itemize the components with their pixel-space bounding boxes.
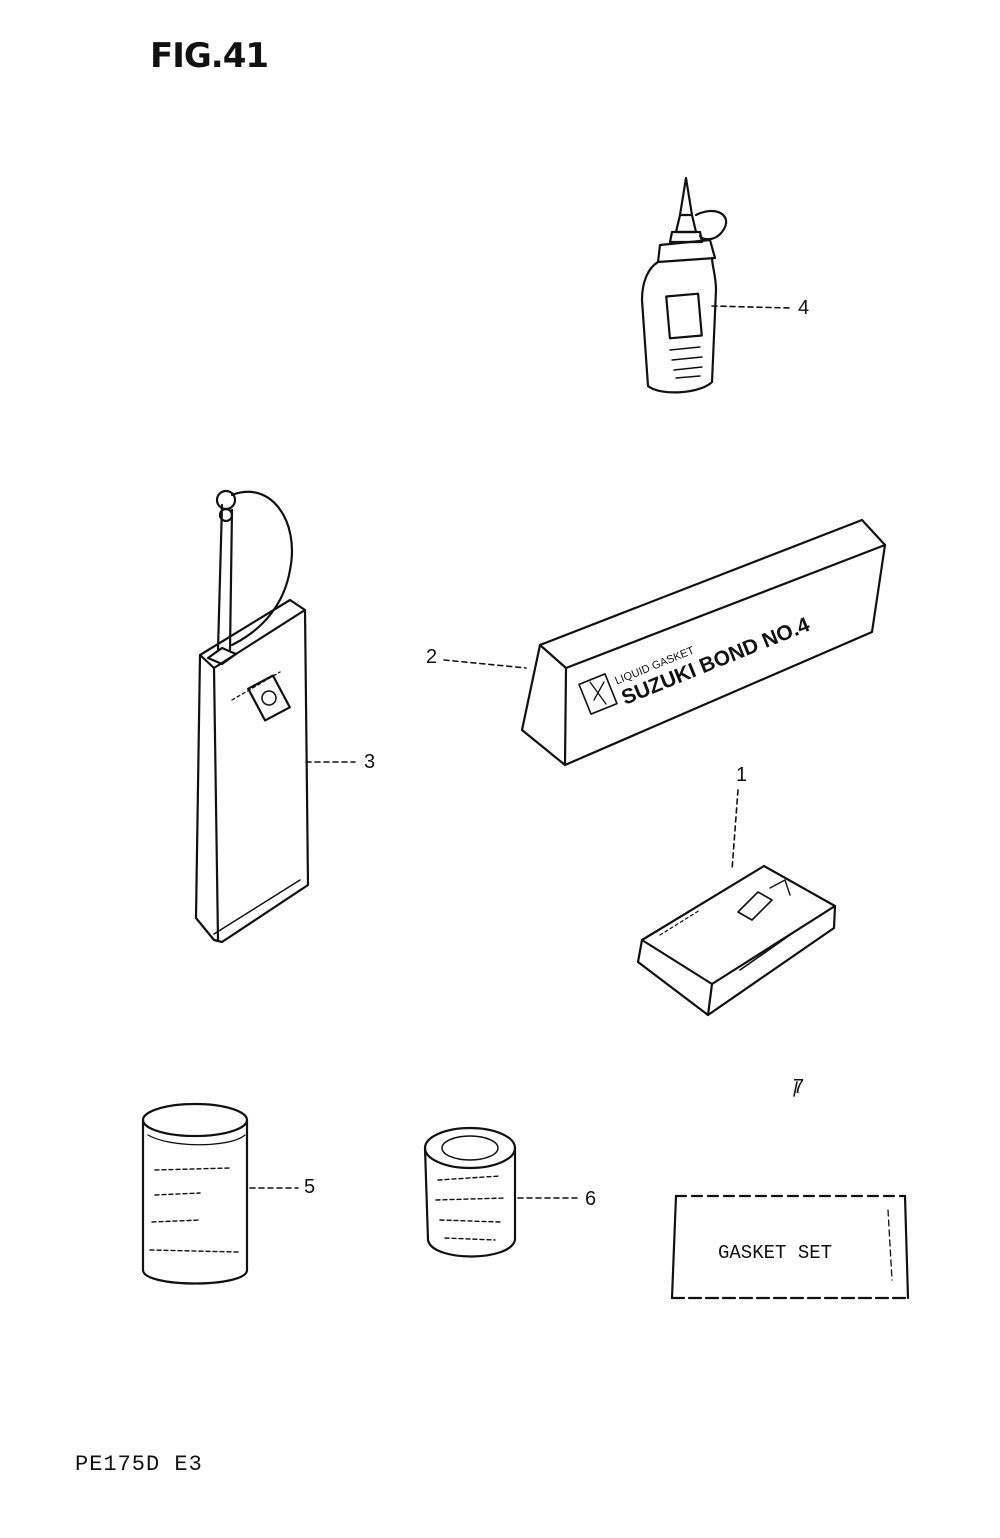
figure-title: FIG.41	[150, 36, 269, 76]
oil-bottle-part-4	[640, 176, 728, 394]
callout-6: 6	[585, 1188, 597, 1210]
gasket-set-part-7	[670, 1194, 910, 1300]
suzuki-bond-box-part-2	[520, 518, 887, 767]
box2-main-line: SUZUKI BOND NO.4	[618, 613, 813, 710]
leader-line-1	[731, 789, 739, 871]
callout-5: 5	[304, 1176, 316, 1198]
callout-3: 3	[364, 751, 376, 773]
tin-can-part-3	[194, 489, 310, 944]
callout-4: 4	[798, 297, 810, 319]
callout-1: 1	[736, 764, 748, 786]
small-box-part-1	[636, 864, 837, 1017]
can-part-5	[141, 1102, 249, 1285]
leader-line-2	[443, 659, 527, 669]
leader-line-7	[793, 1081, 798, 1097]
leader-line-4	[711, 305, 791, 309]
tin-part-6	[423, 1126, 517, 1258]
figure-footer-code: PE175D E3	[75, 1452, 203, 1477]
box2-text-group: LIQUID GASKET SUZUKI BOND NO.4	[613, 613, 813, 710]
gasket-set-label: GASKET SET	[718, 1242, 832, 1264]
callout-2: 2	[426, 646, 438, 668]
callout-7: 7	[793, 1076, 805, 1098]
